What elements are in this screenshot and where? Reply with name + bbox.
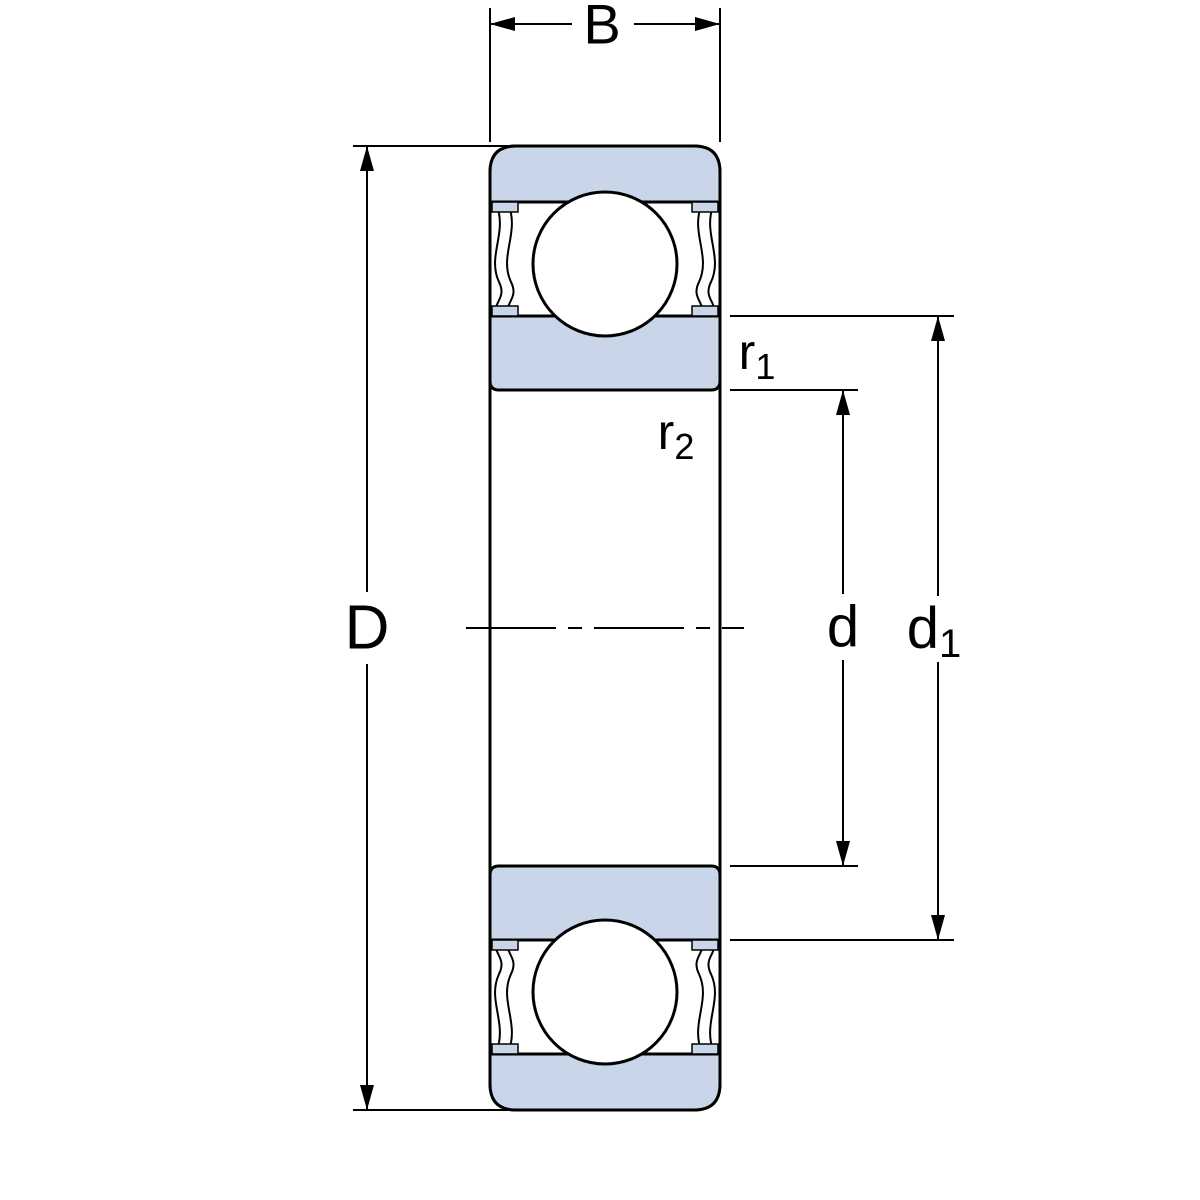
inner-ring-section (488, 314, 722, 392)
seal-left-bottom-lip (491, 305, 519, 317)
dimension-d: d (730, 389, 859, 867)
label-bore-diameter-d: d (827, 595, 859, 660)
arrowhead-down-icon (931, 915, 945, 940)
outer-ring-section (488, 144, 722, 204)
arrowhead-up-icon (360, 146, 374, 171)
label-outer-diameter-D: D (345, 594, 390, 663)
dimension-B: B (489, 0, 721, 142)
dimension-d1: d1 (730, 315, 962, 941)
arrowhead-down-icon (360, 1085, 374, 1110)
label-radius-r2: r2 (658, 404, 695, 467)
seal-left-top-anchor (491, 201, 519, 213)
arrowhead-down-icon (836, 841, 850, 866)
label-width-B: B (583, 0, 620, 56)
arrowhead-left-icon (490, 17, 515, 31)
bearing-top-half (488, 144, 722, 392)
arrowhead-up-icon (836, 390, 850, 415)
arrowhead-right-icon (695, 17, 720, 31)
label-shoulder-diameter-d1: d1 (907, 596, 962, 667)
seal-right-bottom-lip (691, 305, 719, 317)
seal-right-top-anchor (691, 201, 719, 213)
ball (531, 190, 679, 338)
label-radius-r1: r1 (739, 324, 776, 387)
arrowhead-up-icon (931, 316, 945, 341)
dimension-D: D (345, 145, 537, 1111)
